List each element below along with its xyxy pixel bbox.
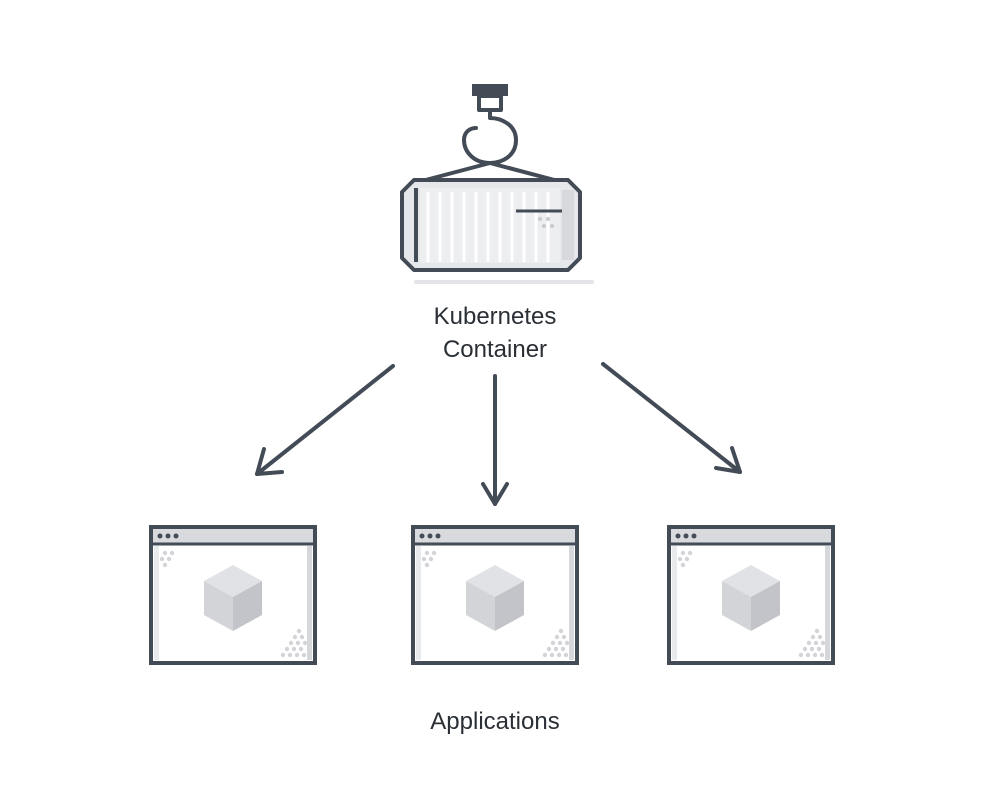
container-label-line2: Container bbox=[443, 336, 547, 363]
application-window-3 bbox=[667, 525, 835, 665]
container-hook-icon bbox=[416, 84, 564, 184]
arrow-center bbox=[481, 374, 509, 506]
applications-label: Applications bbox=[430, 708, 559, 735]
arrow-left bbox=[255, 364, 395, 476]
arrow-right bbox=[601, 362, 742, 474]
application-window-1 bbox=[149, 525, 317, 665]
shipping-container-icon bbox=[400, 178, 594, 284]
application-window-2 bbox=[411, 525, 579, 665]
container-label-line1: Kubernetes bbox=[434, 303, 557, 330]
